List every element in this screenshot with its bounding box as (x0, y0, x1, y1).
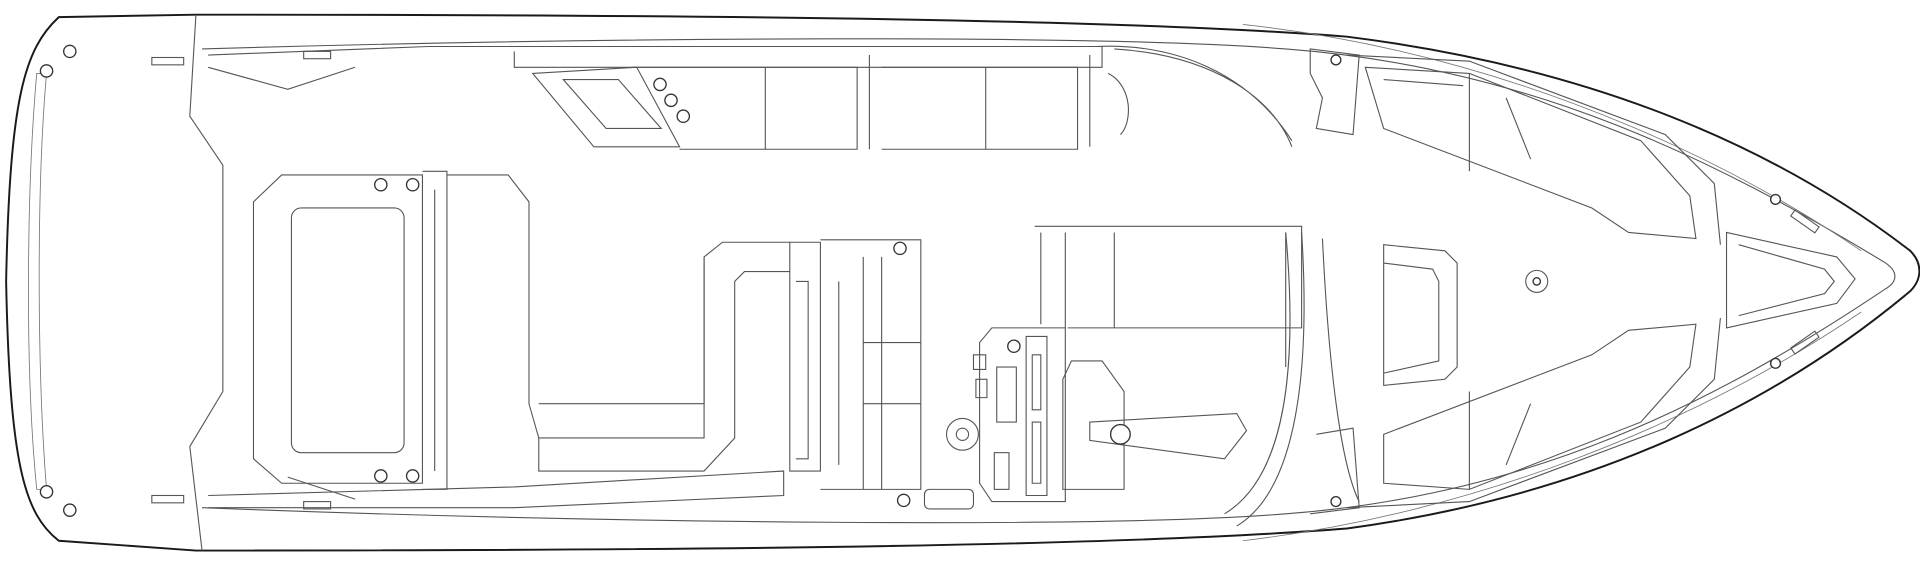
cup-holder-icon (1007, 339, 1021, 354)
bow-seat-port (1364, 66, 1697, 240)
bow-backrest-port (1346, 54, 1721, 245)
cup-holder-icon (39, 64, 54, 78)
cup-holder-icon (374, 177, 388, 192)
helm-console (979, 327, 1066, 503)
cup-holder-icon (405, 469, 420, 483)
bow-chaise (1725, 231, 1856, 329)
cup-holder-icon (1769, 357, 1782, 369)
helm-seat (1034, 225, 1303, 368)
port-lounge-seat (531, 66, 681, 148)
hull-outline (5, 13, 1920, 552)
cup-holder-icon (63, 503, 77, 517)
aft-sunpad (252, 174, 423, 484)
cup-holder-icon (896, 493, 911, 508)
helm-seat-cushion (1062, 360, 1125, 490)
bow-table-mount-icon (1525, 269, 1549, 293)
cup-holder-icon (63, 44, 77, 59)
aft-sunpad-cushion (290, 207, 405, 454)
steering-wheel-icon (945, 417, 979, 451)
cleat-aft-port (151, 56, 185, 66)
throttle-icon (972, 354, 988, 399)
cleat-mid-starboard (303, 501, 332, 510)
helm-switch-panel (993, 452, 1010, 490)
windshield-starboard (1224, 232, 1360, 527)
side-deck-port (208, 45, 1103, 90)
cup-holder-icon (676, 109, 691, 124)
windshield-port (1089, 45, 1293, 148)
cup-holder-icon (893, 241, 907, 256)
side-deck-starboard (208, 470, 785, 509)
cup-holder-icon (374, 469, 388, 483)
bow-table-mount-hub (1532, 277, 1542, 286)
bow-cleat-port (1789, 209, 1820, 234)
port-lounge-back (630, 55, 1079, 150)
steering-wheel-hub (955, 427, 970, 441)
cockpit-table-pedestal (1089, 412, 1248, 460)
cup-holder-icon (1330, 54, 1342, 66)
bow-seat-starboard (1383, 323, 1697, 490)
cleat-mid-port (303, 50, 332, 60)
bow-cleat-starboard (1789, 330, 1820, 355)
cleat-aft-starboard (151, 494, 185, 504)
swim-platform (189, 14, 224, 551)
table-pedestal-icon (1109, 423, 1131, 445)
bow-backrest-starboard (1346, 318, 1721, 509)
cup-holder-icon (39, 485, 54, 499)
cup-holder-icon (405, 177, 420, 192)
cup-holder-icon (664, 93, 678, 108)
bow-filler-cushion (1383, 244, 1458, 386)
cup-holder-icon (1330, 496, 1342, 508)
helm-footrest (923, 488, 975, 510)
companion-seat (789, 239, 922, 490)
cup-holder-icon (653, 77, 667, 92)
cockpit-lounge (538, 256, 790, 472)
gunwale-rail (1242, 24, 1862, 542)
cup-holder-icon (1769, 193, 1782, 205)
gunwale-inner (202, 38, 1896, 524)
anchor-locker (1309, 48, 1360, 515)
helm-display (996, 366, 1017, 423)
